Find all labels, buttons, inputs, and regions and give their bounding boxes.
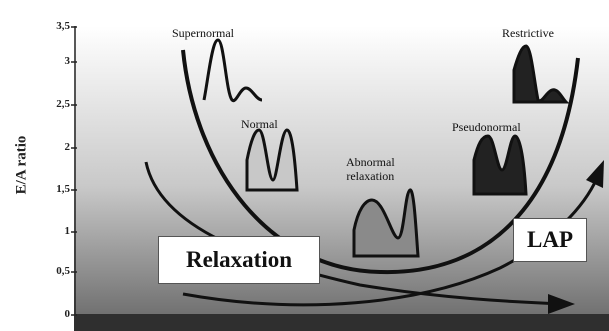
y-tick: 3 <box>64 55 71 67</box>
x-axis-band <box>74 314 609 331</box>
supernormal-wave <box>202 38 263 103</box>
ea-ratio-curve <box>181 49 580 275</box>
lap-curve <box>182 177 599 307</box>
label-restrictive: Restrictive <box>502 26 554 40</box>
relaxation-curve <box>144 161 567 306</box>
lap-arrow-head <box>586 160 604 188</box>
relaxation-arrow-head <box>548 294 575 314</box>
y-tick: 1,5 <box>56 183 70 195</box>
y-tick-marks <box>71 26 77 316</box>
label-pseudonormal: Pseudonormal <box>452 120 521 134</box>
restrictive-wave <box>512 44 570 104</box>
label-abnormal-relaxation: Abnormal relaxation <box>346 155 395 183</box>
y-tick: 1 <box>64 225 71 237</box>
y-tick: 0,5 <box>56 265 70 277</box>
label-normal: Normal <box>241 117 278 131</box>
y-tick: 2 <box>64 141 71 153</box>
pseudonormal-wave <box>472 134 528 196</box>
abnormal-relaxation-wave <box>352 188 420 258</box>
y-tick: 2,5 <box>56 98 70 110</box>
y-tick: 0 <box>64 308 71 320</box>
normal-wave <box>245 128 299 192</box>
lap-box: LAP <box>513 218 587 262</box>
relaxation-box: Relaxation <box>158 236 320 284</box>
label-supernormal: Supernormal <box>172 26 234 40</box>
y-tick: 3,5 <box>56 20 70 32</box>
